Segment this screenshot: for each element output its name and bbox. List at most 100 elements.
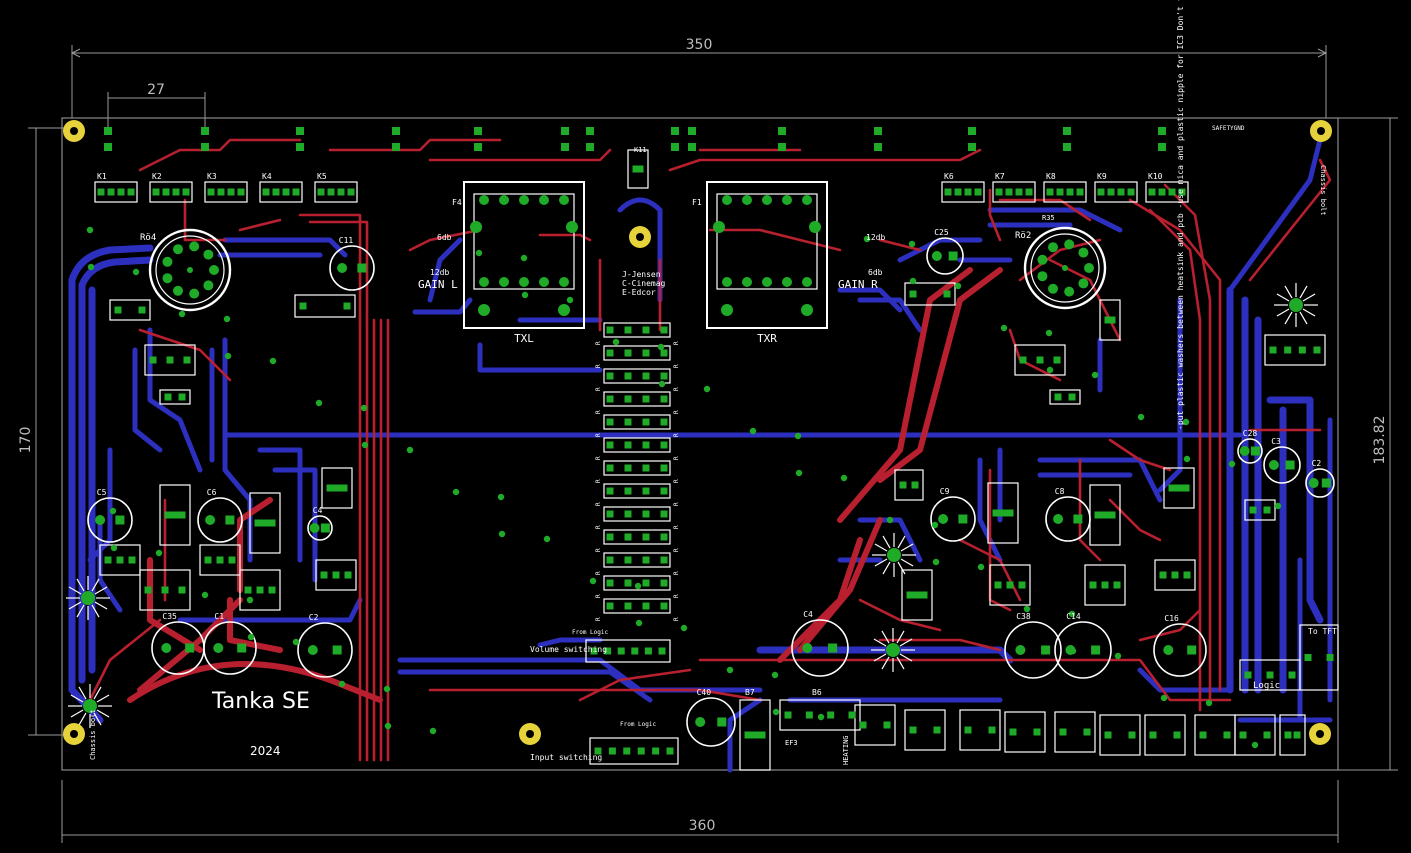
square-pad xyxy=(624,349,632,357)
pad xyxy=(762,195,772,205)
pad xyxy=(1046,366,1054,374)
top-trace xyxy=(227,597,283,653)
square-pad xyxy=(1117,188,1125,196)
heatsink-fin xyxy=(94,586,108,595)
pad xyxy=(1205,699,1213,707)
square-pad xyxy=(1159,571,1167,579)
safety-gnd-label: SAFETYGND xyxy=(1212,125,1245,132)
pad xyxy=(954,282,962,290)
db-label: 12db xyxy=(866,233,885,242)
square-pad xyxy=(333,484,341,492)
bottom-trace xyxy=(427,237,463,303)
resistor-label: R xyxy=(595,571,602,575)
pad xyxy=(887,548,901,562)
square-pad xyxy=(1066,188,1074,196)
square-pad xyxy=(1083,728,1091,736)
pad xyxy=(1037,271,1048,282)
square-pad xyxy=(185,643,195,653)
square-pad xyxy=(256,586,264,594)
capacitor-label: C28 xyxy=(1243,429,1258,438)
square-pad xyxy=(624,487,632,495)
square-pad xyxy=(642,349,650,357)
pad xyxy=(634,582,642,590)
capacitor-label: C16 xyxy=(1164,614,1179,623)
square-pad xyxy=(204,556,212,564)
pad xyxy=(1064,239,1075,250)
heatsink-fin xyxy=(896,656,905,670)
square-pad xyxy=(1107,188,1115,196)
heatsink-fin xyxy=(882,561,891,575)
square-pad xyxy=(228,556,236,564)
heatsink-fin xyxy=(1276,293,1290,302)
capacitor-outline xyxy=(926,237,964,275)
square-pad xyxy=(1249,506,1257,514)
pad xyxy=(658,380,666,388)
square-pad xyxy=(115,515,125,525)
square-pad xyxy=(671,127,679,135)
square-pad xyxy=(1128,731,1136,739)
ic-outline xyxy=(99,544,141,576)
pad xyxy=(1053,514,1064,524)
capacitor-label: C14 xyxy=(1066,612,1081,621)
square-pad xyxy=(642,464,650,472)
square-pad xyxy=(1046,188,1054,196)
square-pad xyxy=(178,586,186,594)
square-pad xyxy=(637,747,645,755)
capacitor-outline xyxy=(1237,438,1263,464)
pad xyxy=(1091,371,1099,379)
top-trace xyxy=(878,638,1002,652)
square-pad xyxy=(909,290,917,298)
pad xyxy=(187,267,193,273)
pad xyxy=(95,515,106,525)
bottom-copper-layer xyxy=(68,137,1333,773)
pad xyxy=(498,530,506,538)
pad xyxy=(1048,242,1058,253)
square-pad xyxy=(337,188,345,196)
top-trace xyxy=(183,198,227,242)
square-pad xyxy=(357,263,367,273)
heatsink-fin xyxy=(96,694,110,703)
square-pad xyxy=(652,747,660,755)
resistor-label: R xyxy=(595,594,602,598)
square-pad xyxy=(642,418,650,426)
component-label: F4 xyxy=(452,198,462,207)
square-pad xyxy=(958,514,968,524)
square-pad xyxy=(1009,728,1017,736)
square-pad xyxy=(909,726,917,734)
square-pad xyxy=(207,188,215,196)
square-pad xyxy=(1041,645,1051,655)
resistor-label: R xyxy=(673,387,680,391)
ic-outline xyxy=(904,709,946,751)
top-trace xyxy=(238,218,282,232)
pad xyxy=(635,619,643,627)
heatsink-fin xyxy=(1299,285,1308,299)
bottom-trace xyxy=(272,467,318,583)
resistor-label: R xyxy=(673,571,680,575)
pad xyxy=(519,277,529,287)
square-pad xyxy=(778,127,786,135)
square-pad xyxy=(968,143,976,151)
pad xyxy=(931,521,939,529)
square-pad xyxy=(127,188,135,196)
heatsink-fin xyxy=(1299,311,1308,325)
heatsink-fin xyxy=(91,578,100,592)
capacitor-label: C8 xyxy=(1055,487,1065,496)
square-pad xyxy=(392,127,400,135)
input-switching-label: Input switching xyxy=(530,753,602,762)
square-pad xyxy=(347,188,355,196)
capacitor-label: C40 xyxy=(697,688,712,697)
component-label: B6 xyxy=(812,688,822,697)
pad xyxy=(1251,741,1259,749)
square-pad xyxy=(1056,188,1064,196)
ic-outline xyxy=(199,544,241,576)
ef3-label: EF3 xyxy=(785,739,798,747)
square-pad xyxy=(920,591,928,599)
capacitor-outline xyxy=(87,497,133,543)
pad xyxy=(742,277,752,287)
ic-outline xyxy=(901,569,933,621)
relay-label: K5 xyxy=(317,172,327,181)
pad xyxy=(1289,298,1303,312)
square-pad xyxy=(874,127,882,135)
mounting-hole-center xyxy=(70,730,78,738)
square-pad xyxy=(1036,356,1044,364)
